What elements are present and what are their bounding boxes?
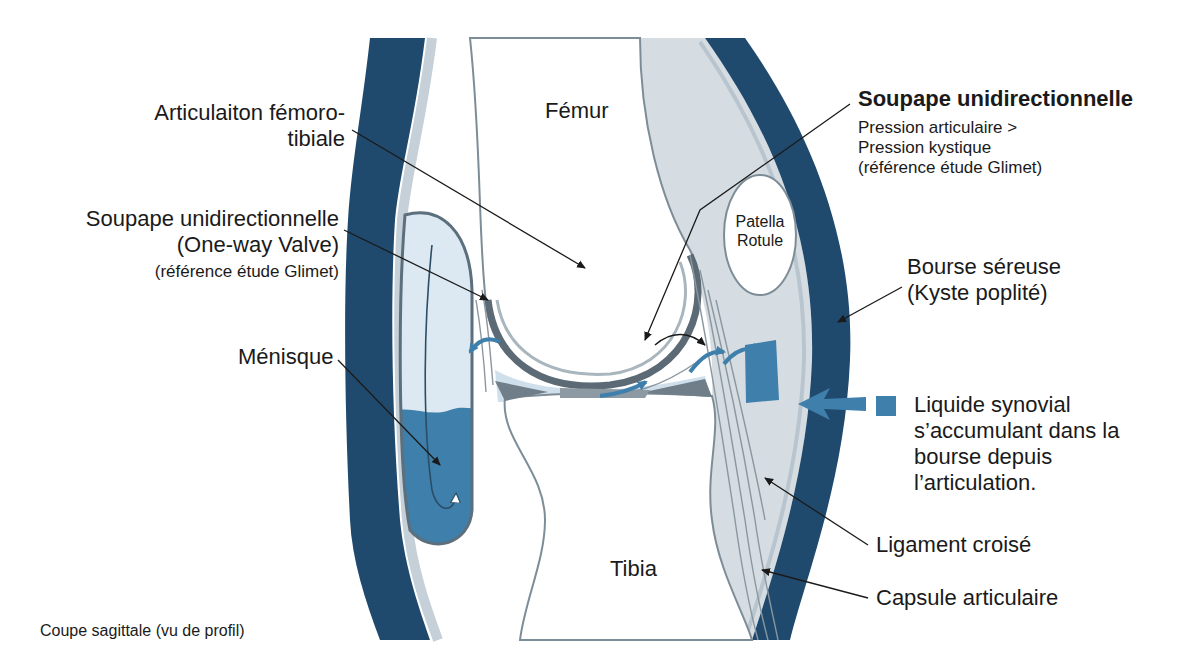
ligaments <box>476 255 778 640</box>
valve-arrow <box>655 334 705 345</box>
part-label: Capsule articulaire <box>876 585 1058 611</box>
part-label: Patella Rotule <box>725 213 795 251</box>
legend-text: Liquide synovial s’accumulant dans la bo… <box>914 392 1164 496</box>
part-label: Soupape unidirectionnelle (One-way Valve… <box>57 206 339 258</box>
cartilage <box>488 255 698 386</box>
meniscus <box>495 381 548 401</box>
caption: Coupe sagittale (vu de profil) <box>40 622 245 641</box>
callout-note: Pression articulaire > Pression kystique… <box>858 118 1063 178</box>
tibia-bone <box>505 393 752 640</box>
callout-title: Soupape unidirectionnelle <box>858 86 1188 112</box>
flow-arrow <box>425 245 456 508</box>
flow-arrows <box>470 339 760 396</box>
part-label: Ménisque <box>238 344 333 370</box>
part-label: Articulaiton fémoro-tibiale <box>145 100 345 152</box>
part-label: Fémur <box>545 98 609 124</box>
femur-bone <box>470 38 699 386</box>
skin-band <box>705 38 850 640</box>
legend-pointer <box>798 388 866 420</box>
legend-swatch <box>876 396 896 416</box>
part-label: Tibia <box>610 556 657 582</box>
meniscus <box>640 379 712 397</box>
part-label: Ligament croisé <box>876 532 1031 558</box>
leader-lines <box>338 104 902 598</box>
cartilage <box>497 262 686 374</box>
callout-note: (référence étude Glimet) <box>129 262 339 282</box>
part-label: Bourse séreuse (Kyste poplité) <box>907 254 1087 306</box>
patella-bone <box>724 175 796 295</box>
